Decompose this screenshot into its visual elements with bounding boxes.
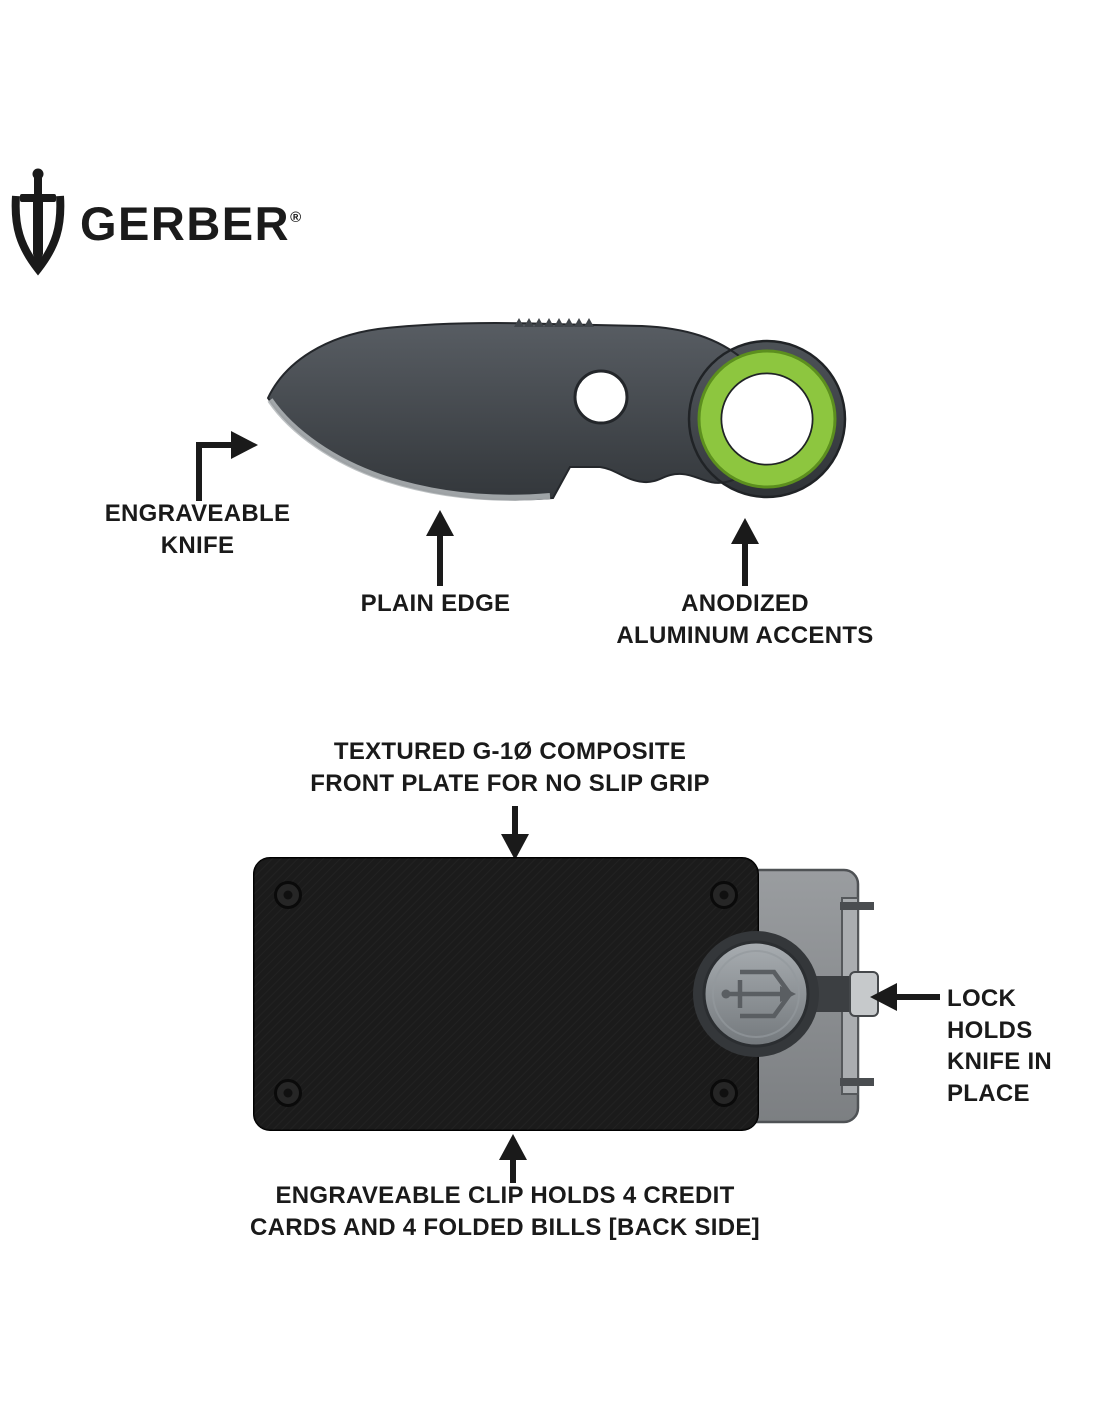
engraveable-arrow-line-vertical [196, 445, 202, 501]
corner-screw-top-left [274, 881, 302, 909]
clip-arrow-head-icon [499, 1134, 527, 1160]
pivot-button-ring [712, 950, 800, 1038]
brand-trademark: ® [290, 208, 302, 226]
label-plain-edge: PLAIN EDGE [360, 590, 511, 617]
wallet-front-plate [253, 857, 759, 1131]
knife-jimping [514, 318, 594, 327]
corner-screw-top-right [710, 881, 738, 909]
finger-ring-hole [719, 371, 815, 467]
anodized-arrow-head-icon [731, 518, 759, 544]
brand-name-text: GERBER [80, 196, 291, 250]
plain-edge-arrow-line [437, 534, 443, 586]
engraveable-arrow-line-horizontal [196, 442, 232, 448]
knife-edge-bevel [267, 398, 551, 501]
clip-bend-top [840, 902, 874, 910]
brand-logo: GERBER® [10, 168, 301, 278]
wallet-illustration [253, 857, 879, 1131]
gerber-glyph-icon [721, 969, 796, 1019]
clip-arrow-line [510, 1159, 516, 1183]
knife-blade [266, 322, 759, 501]
knife-illustration [266, 318, 847, 501]
clip-bend-bottom [840, 1078, 874, 1086]
label-engraveable-clip: ENGRAVEABLE CLIP HOLDS 4 CREDIT CARDS AN… [250, 1182, 760, 1241]
brand-name: GERBER® [80, 200, 301, 247]
label-engraveable-knife: ENGRAVEABLE KNIFE [104, 500, 291, 559]
front-plate-arrow-line [512, 806, 518, 836]
engraveable-arrow-head-icon [231, 431, 258, 459]
green-accent-ring [699, 351, 835, 487]
finger-ring-rim [687, 339, 847, 499]
lock-arrow-head-icon [870, 983, 897, 1011]
lock-arrow-line [896, 994, 940, 1000]
label-front-plate: TEXTURED G-1Ø COMPOSITE FRONT PLATE FOR … [310, 738, 710, 797]
gerber-sword-shield-icon [11, 168, 65, 276]
knife-lanyard-hole [573, 369, 629, 425]
anodized-arrow-line [742, 542, 748, 586]
plain-edge-arrow-head-icon [426, 510, 454, 536]
corner-screw-bottom-right [710, 1079, 738, 1107]
label-lock-holds-knife: LOCK HOLDS KNIFE IN PLACE [947, 985, 1053, 1108]
corner-screw-bottom-left [274, 1079, 302, 1107]
green-ring-outer-edge [697, 349, 837, 489]
label-anodized-aluminum: ANODIZED ALUMINUM ACCENTS [616, 590, 874, 649]
front-plate-arrow-head-icon [501, 834, 529, 860]
